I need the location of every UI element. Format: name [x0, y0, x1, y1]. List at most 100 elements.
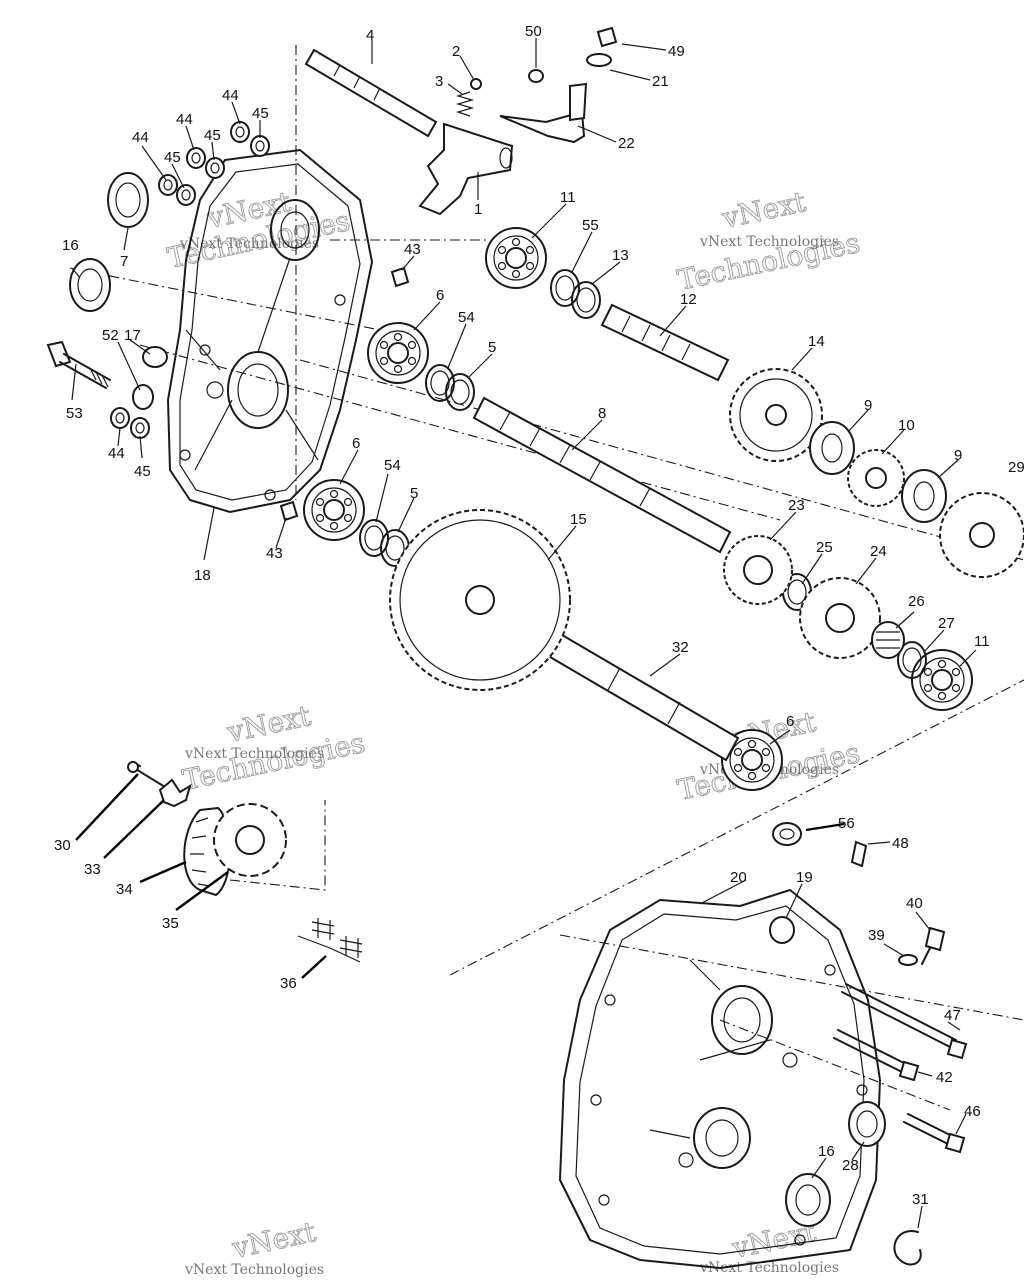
- bolt-53: [46, 340, 111, 389]
- shift-shaft-4: [304, 48, 438, 138]
- watermark-label: vNext Technologies: [179, 236, 319, 252]
- circlip-31: [893, 1230, 922, 1266]
- watermark-bottom-left: vNext vNext Technologies: [184, 1215, 324, 1278]
- callout-50: 50: [525, 23, 542, 40]
- callout-36: 36: [280, 975, 297, 992]
- callout-44: 44: [176, 111, 193, 128]
- callout-14: 14: [808, 333, 825, 350]
- bushing-9-upper: [809, 421, 855, 475]
- callout-54: 54: [384, 457, 401, 474]
- callout-13: 13: [612, 247, 629, 264]
- callout-48: 48: [892, 835, 909, 852]
- detent-ball-2: [470, 78, 482, 90]
- callout-32: 32: [672, 639, 689, 656]
- watermark-word: vNext: [229, 1215, 320, 1265]
- oil-seal-7: [107, 172, 149, 228]
- callout-5: 5: [410, 485, 418, 502]
- main-shaft-8: [472, 396, 732, 554]
- callout-44: 44: [222, 87, 239, 104]
- callout-45: 45: [134, 463, 151, 480]
- callout-47: 47: [944, 1007, 961, 1024]
- callout-labels: 4 2 3 50 49 21 22 1 44 45 44 45 44 45 7 …: [54, 23, 1024, 1208]
- watermark-label: vNext Technologies: [699, 234, 839, 250]
- callout-18: 18: [194, 567, 211, 584]
- callout-22: 22: [618, 135, 635, 152]
- callout-54: 54: [458, 309, 475, 326]
- callout-9: 9: [864, 397, 872, 414]
- drive-sprocket-35: [213, 803, 287, 877]
- callout-43: 43: [404, 241, 421, 258]
- callout-34: 34: [116, 881, 133, 898]
- pin-48: [850, 840, 868, 868]
- callout-1: 1: [474, 201, 482, 218]
- countershaft-12: [600, 303, 730, 382]
- callout-12: 12: [680, 291, 697, 308]
- needle-bearing-26: [871, 621, 905, 659]
- callout-46: 46: [964, 1103, 981, 1120]
- callout-45: 45: [164, 149, 181, 166]
- callout-49: 49: [668, 43, 685, 60]
- bolt-40: [921, 926, 946, 965]
- callout-35: 35: [162, 915, 179, 932]
- callout-45: 45: [204, 127, 221, 144]
- callout-29: 29: [1008, 459, 1024, 476]
- callout-25: 25: [816, 539, 833, 556]
- plug-19: [769, 916, 795, 944]
- bolt-46: [903, 1113, 966, 1154]
- callout-33: 33: [84, 861, 101, 878]
- callout-2: 2: [452, 43, 460, 60]
- dowel-pin-43-lower: [279, 500, 299, 522]
- watermark-top-right: vNext Technologies vNext Technologies: [674, 185, 863, 298]
- callout-3: 3: [435, 73, 443, 90]
- callout-6: 6: [352, 435, 360, 452]
- callout-56: 56: [838, 815, 855, 832]
- callout-16: 16: [818, 1143, 835, 1160]
- callout-21: 21: [652, 73, 669, 90]
- gear-29: [939, 492, 1024, 578]
- dowel-pin-43-upper: [390, 266, 410, 288]
- callout-10: 10: [898, 417, 915, 434]
- callout-53: 53: [66, 405, 83, 422]
- bearing-11-upper: [485, 227, 547, 289]
- shift-arm-22: [499, 82, 588, 144]
- callout-16: 16: [62, 237, 79, 254]
- bolt-47: [841, 983, 968, 1060]
- watermark-label: vNext Technologies: [184, 1262, 324, 1278]
- callout-31: 31: [912, 1191, 929, 1208]
- callout-52: 52: [102, 327, 119, 344]
- watermark-word: vNext: [719, 185, 810, 235]
- callout-15: 15: [570, 511, 587, 528]
- master-link-36: [297, 918, 363, 963]
- watermark-label: vNext Technologies: [699, 1260, 839, 1276]
- bearing-6-lower: [303, 479, 365, 541]
- callout-7: 7: [120, 253, 128, 270]
- callout-6: 6: [436, 287, 444, 304]
- bearing-6-upper: [367, 322, 429, 384]
- callout-28: 28: [842, 1157, 859, 1174]
- callout-11: 11: [560, 189, 576, 206]
- callout-43: 43: [266, 545, 283, 562]
- callout-44: 44: [132, 129, 149, 146]
- callout-6: 6: [786, 713, 794, 730]
- ring-21: [586, 53, 612, 67]
- shift-fork-1: [418, 122, 514, 216]
- nut-52: [132, 384, 154, 410]
- bolt-42: [833, 1029, 920, 1082]
- collar-17: [142, 346, 168, 368]
- callout-23: 23: [788, 497, 805, 514]
- callout-55: 55: [582, 217, 599, 234]
- bushing-9-lower: [901, 469, 947, 523]
- callout-26: 26: [908, 593, 925, 610]
- left-case-cover: [167, 149, 373, 513]
- callout-39: 39: [868, 927, 885, 944]
- callout-44: 44: [108, 445, 125, 462]
- callout-20: 20: [730, 869, 747, 886]
- callout-5: 5: [488, 339, 496, 356]
- callout-9: 9: [954, 447, 962, 464]
- cap-49: [596, 26, 618, 48]
- oil-seal-16-right: [785, 1173, 831, 1227]
- right-case-cover: [559, 889, 881, 1269]
- callout-11: 11: [974, 633, 990, 650]
- detent-spring-3: [455, 91, 475, 117]
